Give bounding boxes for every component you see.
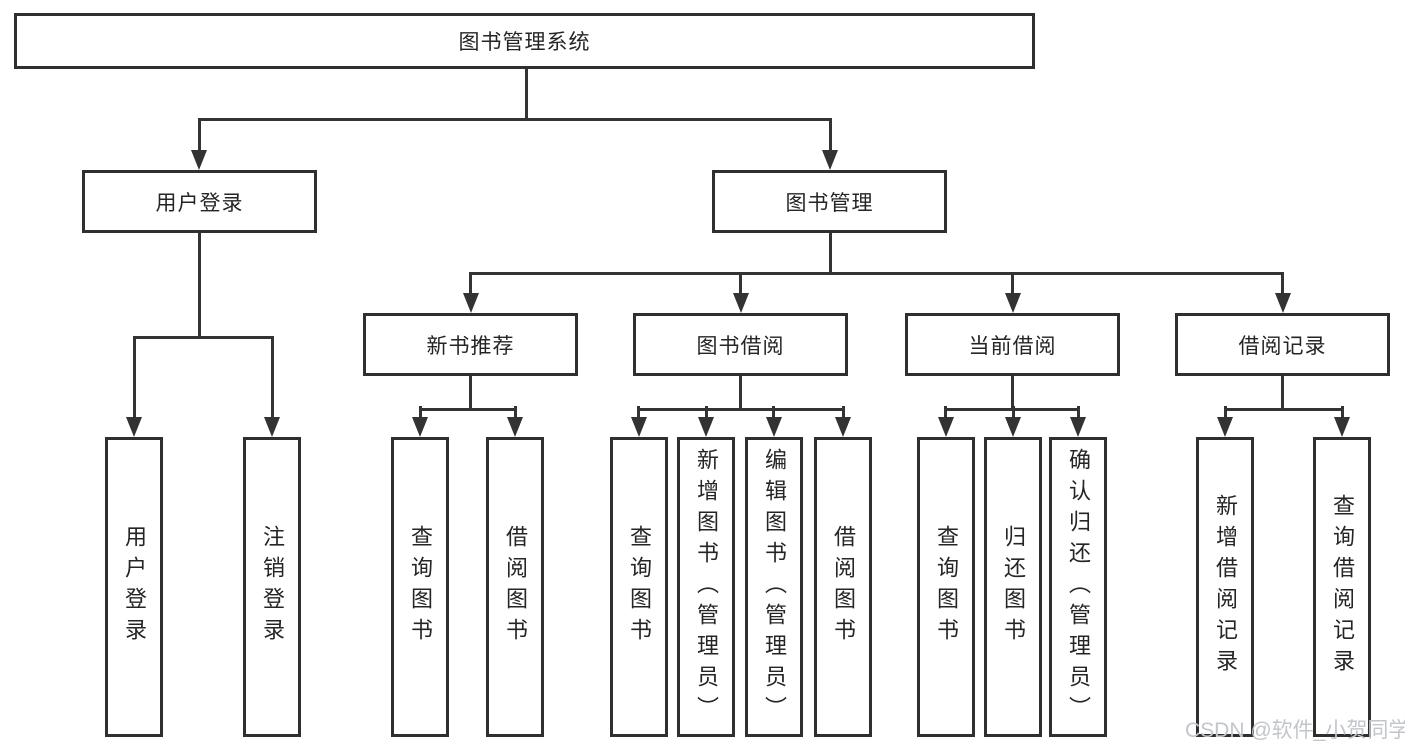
leaf-user-login-label: 用户登录 — [122, 525, 147, 649]
node-book-borrow: 图书借阅 — [633, 313, 848, 376]
node-library-system: 图书管理系统 — [14, 13, 1035, 69]
leaf-current-return-books: 归还图书 — [984, 437, 1042, 737]
connector-drop-current — [1011, 272, 1014, 296]
connector-drop-borrow — [739, 272, 742, 296]
leaf-records-query-record: 查询借阅记录 — [1313, 437, 1371, 737]
connector-recommend-rail — [419, 408, 517, 411]
leaf-recommend-query-books-label: 查询图书 — [408, 525, 433, 649]
leaf-current-confirm-return-admin-label: 确认归还（管理员） — [1066, 447, 1091, 727]
arrow-leaf — [698, 417, 714, 437]
connector-recommend-stem — [469, 376, 472, 410]
arrow-user-login — [191, 150, 207, 170]
leaf-recommend-query-books: 查询图书 — [391, 437, 449, 737]
arrow-leaf — [631, 417, 647, 437]
leaf-logout-label: 注销登录 — [260, 525, 285, 649]
leaf-current-query-books: 查询图书 — [917, 437, 975, 737]
leaf-records-query-record-label: 查询借阅记录 — [1330, 494, 1355, 680]
arrow-borrow — [733, 293, 749, 313]
leaf-recommend-borrow-books: 借阅图书 — [486, 437, 544, 737]
leaf-borrow-edit-books-admin: 编辑图书（管理员） — [745, 437, 803, 737]
connector-root-stem — [525, 69, 528, 120]
connector-drop-leaf — [419, 406, 422, 420]
leaf-current-query-books-label: 查询图书 — [934, 525, 959, 649]
arrow-leaf — [938, 417, 954, 437]
leaf-current-confirm-return-admin: 确认归还（管理员） — [1049, 437, 1107, 737]
connector-current-stem — [1011, 376, 1014, 410]
connector-drop-leaf — [842, 406, 845, 420]
node-user-login-label: 用户登录 — [155, 191, 244, 215]
leaf-borrow-add-books-admin-label: 新增图书（管理员） — [694, 447, 719, 727]
node-borrow-records-label: 借阅记录 — [1238, 334, 1327, 358]
node-current-borrow-label: 当前借阅 — [968, 334, 1057, 358]
connector-drop-leaf — [637, 406, 640, 420]
connector-drop-leaf — [944, 406, 947, 420]
connector-book-stem — [829, 233, 832, 274]
leaf-current-return-books-label: 归还图书 — [1001, 525, 1026, 649]
connector-drop-leaf — [1224, 406, 1227, 420]
arrow-leaf — [766, 417, 782, 437]
node-borrow-records: 借阅记录 — [1175, 313, 1390, 376]
arrow-records — [1275, 293, 1291, 313]
node-current-borrow: 当前借阅 — [905, 313, 1120, 376]
arrow-leaf — [1070, 417, 1086, 437]
arrow-leaf — [835, 417, 851, 437]
node-book-management-label: 图书管理 — [785, 191, 874, 215]
node-book-management: 图书管理 — [712, 170, 947, 233]
node-book-borrow-label: 图书借阅 — [696, 334, 785, 358]
connector-drop-leaf — [772, 406, 775, 420]
leaf-borrow-edit-books-admin-label: 编辑图书（管理员） — [762, 447, 787, 727]
arrow-leaf — [507, 417, 523, 437]
leaf-borrow-add-books-admin: 新增图书（管理员） — [677, 437, 735, 737]
connector-drop-leaf — [705, 406, 708, 420]
connector-drop-book-mgmt — [829, 118, 832, 154]
leaf-recommend-borrow-books-label: 借阅图书 — [503, 525, 528, 649]
leaf-records-add-record-label: 新增借阅记录 — [1213, 494, 1238, 680]
leaf-borrow-borrow-books-label: 借阅图书 — [831, 525, 856, 649]
connector-drop-leaf — [1341, 406, 1344, 420]
node-user-login: 用户登录 — [82, 170, 317, 233]
arrow-current — [1005, 293, 1021, 313]
connector-drop-leaf — [514, 406, 517, 420]
connector-drop-user-login — [198, 118, 201, 154]
connector-records-stem — [1281, 376, 1284, 410]
node-new-book-recommend: 新书推荐 — [363, 313, 578, 376]
node-library-system-label: 图书管理系统 — [458, 31, 591, 54]
connector-borrow-rail — [638, 408, 845, 411]
connector-level3-rail — [469, 272, 1284, 275]
connector-records-rail — [1224, 408, 1344, 411]
connector-user-stem — [198, 233, 201, 338]
csdn-watermark: CSDN @软件_小贺同学 — [1185, 719, 1405, 742]
connector-drop-leaf — [1077, 406, 1080, 420]
arrow-leaf — [1217, 417, 1233, 437]
connector-level2-rail — [198, 118, 832, 121]
connector-drop-leaf — [1012, 406, 1015, 420]
arrow-leaf — [1005, 417, 1021, 437]
arrow-leaf-logout — [264, 417, 280, 437]
node-new-book-recommend-label: 新书推荐 — [426, 334, 515, 358]
leaf-user-login: 用户登录 — [105, 437, 163, 737]
connector-drop-leaf-logout — [271, 336, 274, 421]
arrow-leaf — [1334, 417, 1350, 437]
arrow-leaf-login — [126, 417, 142, 437]
connector-drop-records — [1281, 272, 1284, 296]
connector-drop-leaf-login — [133, 336, 136, 421]
leaf-records-add-record: 新增借阅记录 — [1196, 437, 1254, 737]
connector-user-rail — [133, 336, 274, 339]
arrow-book-mgmt — [822, 150, 838, 170]
leaf-borrow-query-books: 查询图书 — [610, 437, 668, 737]
connector-drop-recommend — [469, 272, 472, 296]
leaf-borrow-query-books-label: 查询图书 — [627, 525, 652, 649]
connector-borrow-stem — [739, 376, 742, 410]
arrow-recommend — [463, 293, 479, 313]
leaf-logout: 注销登录 — [243, 437, 301, 737]
leaf-borrow-borrow-books: 借阅图书 — [814, 437, 872, 737]
arrow-leaf — [412, 417, 428, 437]
